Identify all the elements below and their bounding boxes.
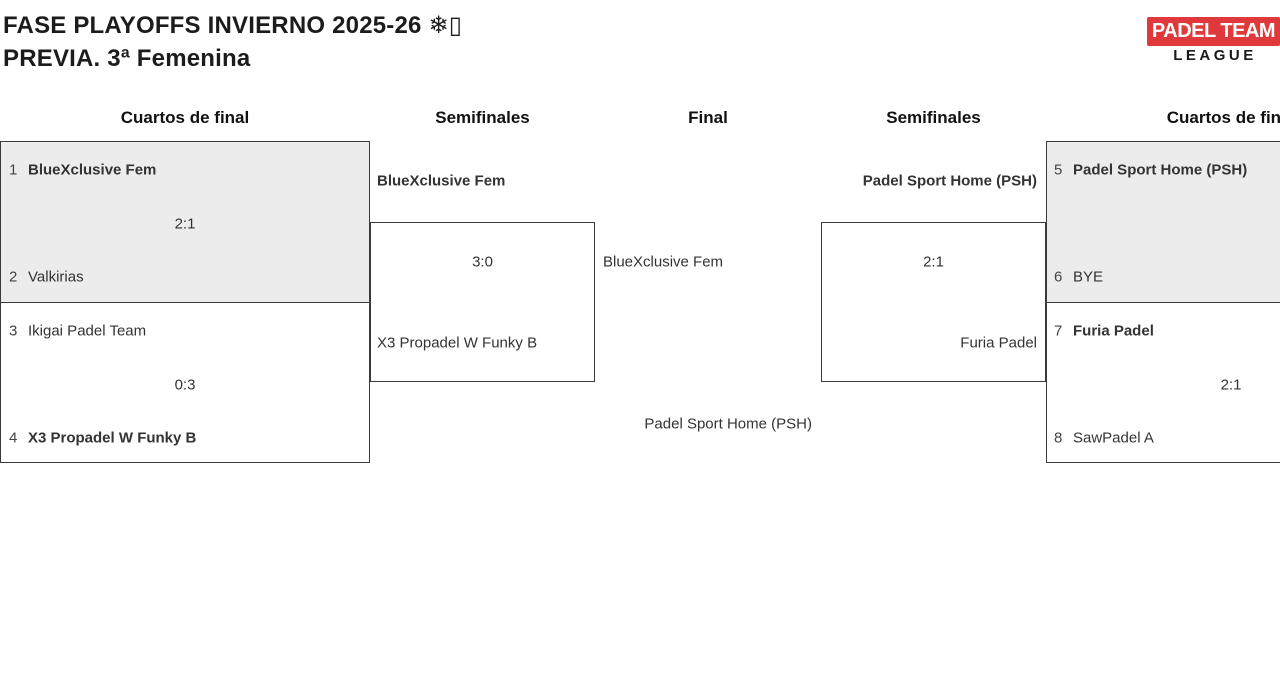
team-name: Ikigai Padel Team (28, 322, 147, 340)
team-row: 2 Valkirias (1, 269, 369, 286)
team-name: X3 Propadel W Funky B (377, 334, 538, 352)
team-row: BlueXclusive Fem (595, 254, 821, 271)
team-seed: 5 (1054, 161, 1063, 179)
team-row: X3 Propadel W Funky B (370, 335, 595, 352)
team-row: 1 BlueXclusive Fem (1, 162, 369, 179)
match-score: 3:0 (472, 253, 493, 271)
match-qf-right-1: 5 Padel Sport Home (PSH) 6 BYE (1046, 141, 1280, 303)
team-name: Padel Sport Home (PSH) (1073, 161, 1248, 179)
team-seed: 4 (9, 429, 18, 447)
page-title: FASE PLAYOFFS INVIERNO 2025-26 ❄▯ PREVIA… (3, 9, 462, 75)
team-name: BlueXclusive Fem (377, 172, 506, 190)
match-final: BlueXclusive Fem Padel Sport Home (PSH) (595, 141, 821, 463)
sf-right-box (821, 222, 1046, 382)
team-row: 6 BYE (1047, 269, 1280, 286)
match-score: 2:1 (923, 253, 944, 271)
team-name: SawPadel A (1073, 429, 1154, 447)
match-qf-left-1: 1 BlueXclusive Fem 2:1 2 Valkirias (0, 141, 370, 303)
team-name: BlueXclusive Fem (28, 161, 157, 179)
team-seed: 3 (9, 322, 18, 340)
padel-team-league-logo: PADEL TEAM LEAGUE (1147, 17, 1280, 64)
team-row: 3 Ikigai Padel Team (1, 323, 369, 340)
team-name: Furia Padel (1073, 322, 1154, 340)
round-header-semifinals-left: Semifinales (435, 108, 530, 127)
match-qf-left-2: 3 Ikigai Padel Team 0:3 4 X3 Propadel W … (0, 302, 370, 463)
team-row: Padel Sport Home (PSH) (595, 416, 821, 433)
team-seed: 7 (1054, 322, 1063, 340)
team-seed: 8 (1054, 429, 1063, 447)
logo-league-text: LEAGUE (1173, 47, 1257, 64)
round-header-quarterfinals-left: Cuartos de final (120, 108, 250, 127)
title-line-1: FASE PLAYOFFS INVIERNO 2025-26 ❄▯ (3, 12, 463, 39)
match-score: 0:3 (174, 376, 196, 394)
team-row: 4 X3 Propadel W Funky B (1, 430, 369, 447)
team-seed: 2 (9, 268, 18, 286)
team-row: 5 Padel Sport Home (PSH) (1047, 162, 1280, 179)
match-qf-right-2: 7 Furia Padel 2:1 8 SawPadel A (1046, 302, 1280, 463)
team-name: Valkirias (28, 268, 84, 286)
team-name: X3 Propadel W Funky B (28, 429, 197, 447)
sf-left-box (370, 222, 595, 382)
round-header-quarterfinals-right: Cuartos de final (1166, 108, 1280, 127)
match-sf-right: Padel Sport Home (PSH) 2:1 Furia Padel (821, 141, 1046, 463)
team-seed: 1 (9, 161, 18, 179)
match-score: 2:1 (1220, 376, 1242, 394)
team-row: Furia Padel (821, 335, 1046, 352)
team-row: 7 Furia Padel (1047, 323, 1280, 340)
team-name: Furia Padel (960, 334, 1037, 352)
logo-padel-team-banner: PADEL TEAM (1147, 17, 1280, 46)
round-header-final: Final (688, 108, 728, 127)
team-name: Padel Sport Home (PSH) (862, 172, 1037, 190)
team-row: 8 SawPadel A (1047, 430, 1280, 447)
match-sf-left: BlueXclusive Fem 3:0 X3 Propadel W Funky… (370, 141, 595, 463)
team-name: BYE (1073, 268, 1104, 286)
title-line-2: PREVIA. 3ª Femenina (3, 45, 251, 72)
match-score: 2:1 (174, 215, 196, 233)
team-name: Padel Sport Home (PSH) (644, 415, 812, 433)
team-row: Padel Sport Home (PSH) (821, 173, 1046, 190)
team-row: BlueXclusive Fem (370, 173, 595, 190)
team-seed: 6 (1054, 268, 1063, 286)
round-header-semifinals-right: Semifinales (886, 108, 981, 127)
team-name: BlueXclusive Fem (603, 253, 724, 271)
